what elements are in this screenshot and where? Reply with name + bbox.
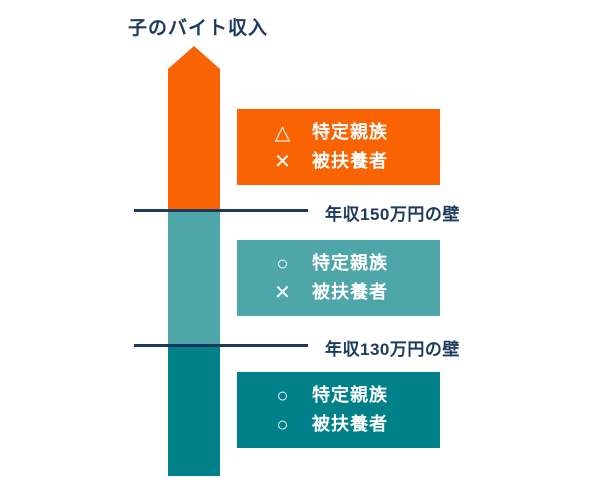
cross-symbol: ✕ (274, 281, 292, 304)
status-label: 特定親族 (312, 384, 388, 405)
circle-symbol: ○ (276, 384, 290, 407)
status-row: △ 特定親族 (270, 121, 440, 145)
threshold-line-130 (134, 344, 308, 347)
threshold-label-130: 年収130万円の壁 (325, 340, 460, 359)
status-box-below-130: ○ 特定親族 ○ 被扶養者 (237, 372, 440, 448)
status-label: 被扶養者 (312, 413, 388, 434)
status-box-between-130-150: ○ 特定親族 ✕ 被扶養者 (237, 240, 440, 316)
status-label: 特定親族 (312, 252, 388, 273)
status-row: ✕ 被扶養者 (270, 281, 440, 305)
status-label: 被扶養者 (312, 281, 388, 302)
cross-symbol: ✕ (274, 150, 292, 173)
threshold-line-150 (134, 209, 308, 212)
status-label: 特定親族 (312, 121, 388, 142)
status-label: 被扶養者 (312, 150, 388, 171)
circle-symbol: ○ (276, 252, 290, 275)
triangle-symbol: △ (274, 121, 292, 144)
threshold-label-150: 年収150万円の壁 (325, 205, 460, 224)
status-row: ○ 特定親族 (270, 384, 440, 408)
arrow-segment-below-130 (168, 345, 220, 476)
circle-symbol: ○ (276, 413, 290, 436)
arrow-segment-between-130-150 (168, 211, 220, 345)
status-row: ✕ 被扶養者 (270, 150, 440, 174)
status-row: ○ 被扶養者 (270, 413, 440, 437)
status-row: ○ 特定親族 (270, 252, 440, 276)
arrow-segment-above-150 (168, 46, 220, 211)
status-box-above-150: △ 特定親族 ✕ 被扶養者 (237, 109, 440, 185)
diagram-title: 子のバイト収入 (128, 18, 269, 39)
